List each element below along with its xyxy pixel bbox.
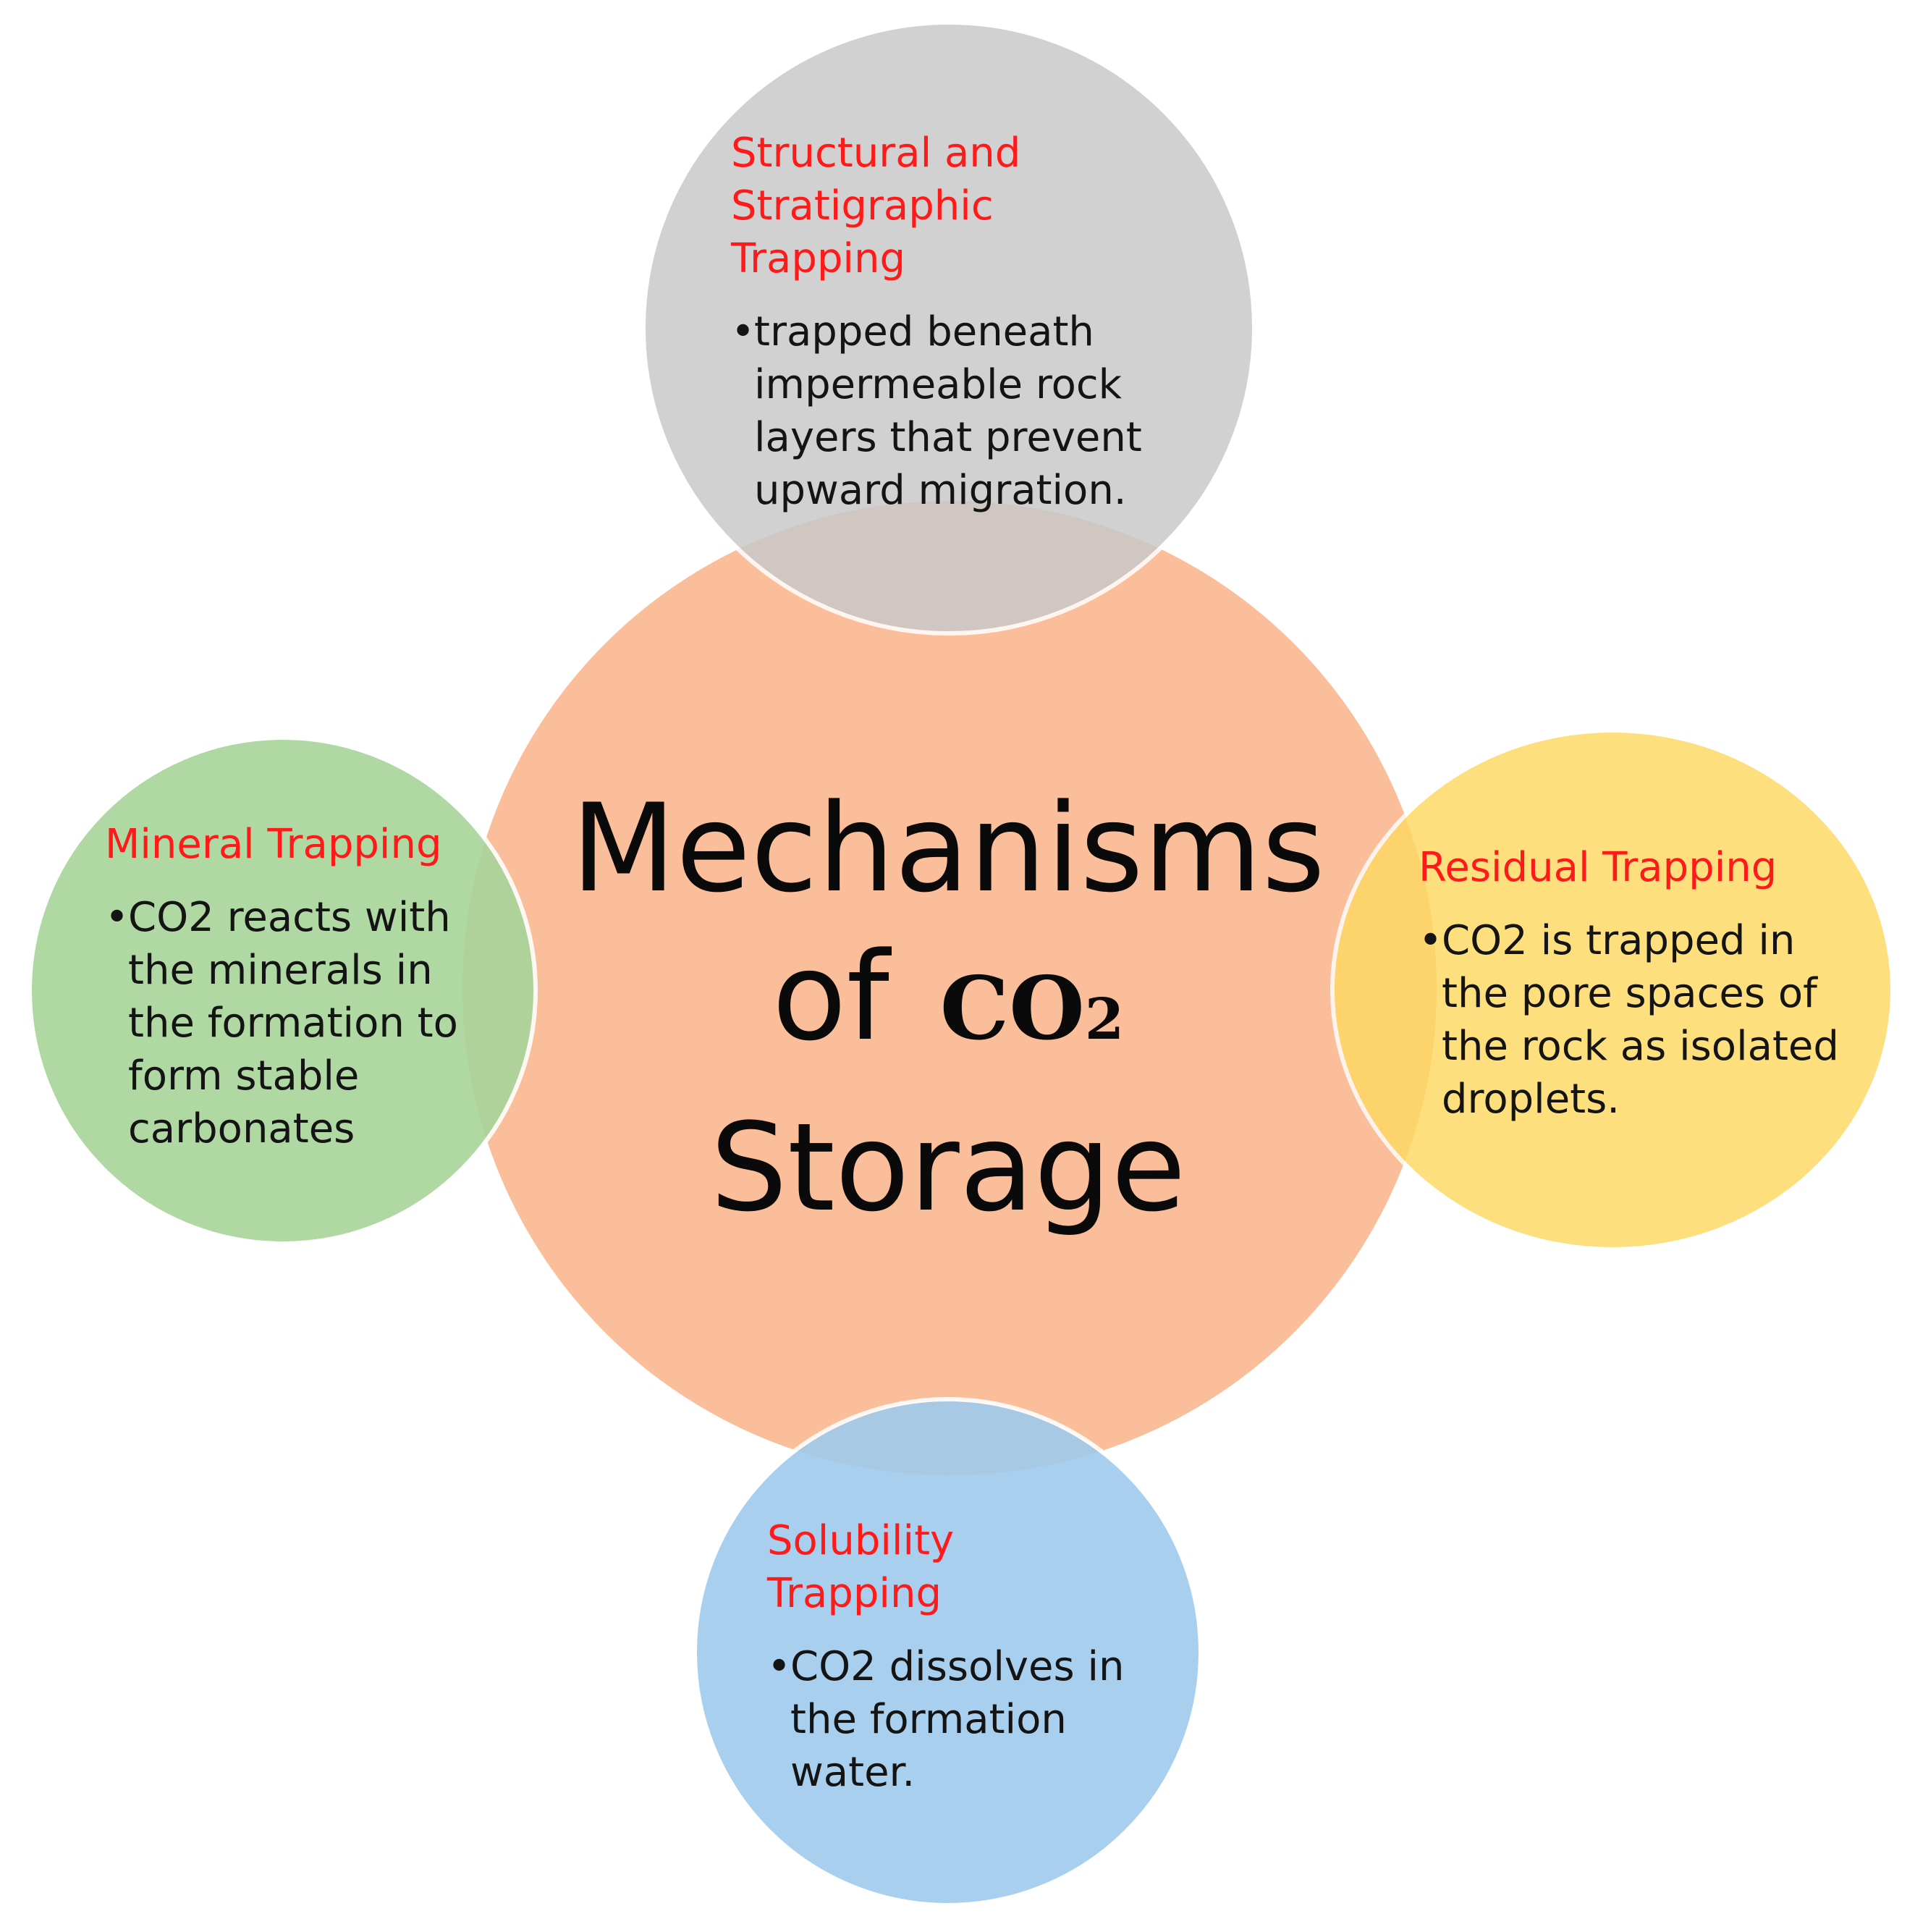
solubility-trapping-text: Solubility Trapping CO2 dissolves in the… — [767, 1514, 1172, 1799]
structural-trapping-heading: Structural and Stratigraphic Trapping — [731, 130, 1021, 282]
solubility-trapping-heading: Solubility Trapping — [767, 1517, 955, 1617]
formula-subscript: 2 — [1084, 987, 1125, 1053]
residual-trapping-description: CO2 is trapped in the pore spaces of the… — [1419, 914, 1853, 1126]
structural-trapping-description: trapped beneath impermeable rock layers … — [731, 305, 1194, 517]
center-circle — [458, 497, 1441, 1480]
residual-trapping-heading: Residual Trapping — [1419, 844, 1777, 891]
mineral-trapping-heading: Mineral Trapping — [105, 821, 442, 868]
title-line-2: of CO2 — [550, 923, 1346, 1094]
co2-formula: CO2 — [940, 958, 1124, 1060]
solubility-trapping-description: CO2 dissolves in the formation water. — [767, 1640, 1172, 1799]
title-line-1: Mechanisms — [571, 777, 1325, 919]
residual-trapping-text: Residual Trapping CO2 is trapped in the … — [1419, 841, 1853, 1126]
title-line-3: Storage — [710, 1097, 1186, 1239]
mineral-trapping-description: CO2 reacts with the minerals in the form… — [105, 891, 496, 1155]
title-of: of — [772, 926, 889, 1068]
formula-main: CO — [939, 958, 1085, 1060]
structural-trapping-text: Structural and Stratigraphic Trapping tr… — [731, 127, 1194, 517]
center-title: Mechanisms of CO2 Storage — [550, 775, 1346, 1242]
mineral-trapping-text: Mineral Trapping CO2 reacts with the min… — [105, 818, 496, 1155]
